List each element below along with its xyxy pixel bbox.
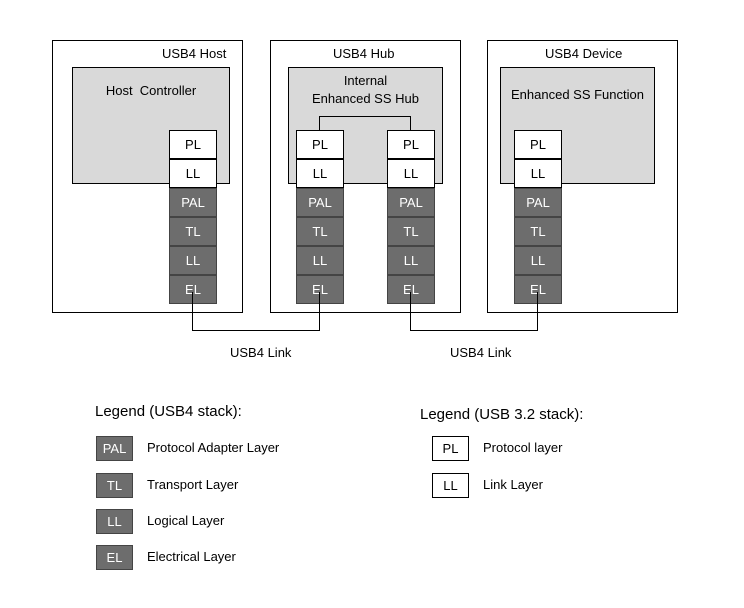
internal-hub-label-1: Internal <box>343 73 388 88</box>
link1-left-vertical <box>192 292 193 331</box>
hub-right-stack: PL LL PAL TL LL EL <box>387 130 435 304</box>
usb4-link-label-2: USB4 Link <box>450 345 512 360</box>
link2-right-vertical <box>537 292 538 331</box>
legend-box-pl: PL <box>432 436 469 461</box>
stack-cell-pal: PAL <box>296 188 344 217</box>
link2-horizontal <box>410 330 538 331</box>
legend-box-pal: PAL <box>96 436 133 461</box>
hub-left-stack: PL LL PAL TL LL EL <box>296 130 344 304</box>
stack-cell-ll: LL <box>169 246 217 275</box>
legend-usb4-title: Legend (USB4 stack): <box>95 403 242 420</box>
link2-left-vertical <box>410 292 411 331</box>
link1-horizontal <box>192 330 320 331</box>
stack-cell-pal: PAL <box>169 188 217 217</box>
stack-cell-pl: PL <box>514 130 562 159</box>
legend-text-pl: Protocol layer <box>483 440 563 455</box>
stack-cell-ll: LL <box>296 246 344 275</box>
internal-hub-label-2: Enhanced SS Hub <box>312 91 419 106</box>
stack-cell-pl: PL <box>169 130 217 159</box>
legend-usb32-title: Legend (USB 3.2 stack): <box>420 406 584 423</box>
host-stack: PL LL PAL TL LL EL <box>169 130 217 304</box>
host-controller-label: Host Controller <box>105 83 197 98</box>
usb4-hub-title: USB4 Hub <box>333 46 395 61</box>
enhanced-ss-function-label: Enhanced SS Function <box>511 87 644 102</box>
stack-cell-tl: TL <box>514 217 562 246</box>
legend-box-el: EL <box>96 545 133 570</box>
stack-cell-pl: PL <box>387 130 435 159</box>
stack-cell-pal: PAL <box>387 188 435 217</box>
stack-cell-el: EL <box>296 275 344 304</box>
legend-text-link-ll: Link Layer <box>483 477 543 492</box>
legend-text-ll: Logical Layer <box>147 513 225 528</box>
stack-cell-pl: PL <box>296 130 344 159</box>
stack-cell-el: EL <box>387 275 435 304</box>
stack-cell-ll: LL <box>514 246 562 275</box>
legend-text-pal: Protocol Adapter Layer <box>147 440 280 455</box>
stack-cell-pal: PAL <box>514 188 562 217</box>
stack-cell-el: EL <box>514 275 562 304</box>
usb4-device-title: USB4 Device <box>545 46 623 61</box>
hub-internal-connector-left <box>319 116 320 131</box>
stack-cell-tl: TL <box>296 217 344 246</box>
legend-text-el: Electrical Layer <box>147 549 236 564</box>
legend-box-tl: TL <box>96 473 133 498</box>
hub-internal-connector-top <box>319 116 411 117</box>
stack-cell-ll: LL <box>514 159 562 188</box>
hub-internal-connector-right <box>410 116 411 131</box>
stack-cell-tl: TL <box>169 217 217 246</box>
stack-cell-el: EL <box>169 275 217 304</box>
legend-text-tl: Transport Layer <box>147 477 239 492</box>
stack-cell-ll: LL <box>169 159 217 188</box>
stack-cell-ll: LL <box>387 159 435 188</box>
stack-cell-tl: TL <box>387 217 435 246</box>
link1-right-vertical <box>319 292 320 331</box>
legend-box-link-ll: LL <box>432 473 469 498</box>
stack-cell-ll: LL <box>387 246 435 275</box>
device-stack: PL LL PAL TL LL EL <box>514 130 562 304</box>
usb4-host-title: USB4 Host <box>162 46 227 61</box>
stack-cell-ll: LL <box>296 159 344 188</box>
usb4-link-label-1: USB4 Link <box>230 345 292 360</box>
legend-box-ll: LL <box>96 509 133 534</box>
